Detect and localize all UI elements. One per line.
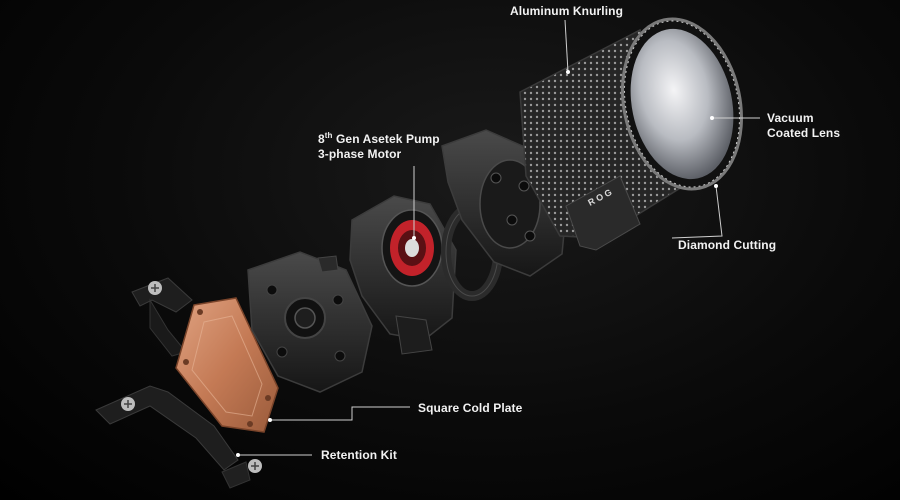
callout-line-cold-plate xyxy=(270,406,410,421)
label-pump-gen-number: 8 xyxy=(318,132,325,146)
pump-base-housing xyxy=(247,251,373,393)
label-pump-motor: 8th Gen Asetek Pump 3-phase Motor xyxy=(318,128,440,162)
callout-line-diamond xyxy=(671,185,723,239)
label-pump-line2: 3-phase Motor xyxy=(318,147,402,161)
retention-bracket-lower xyxy=(95,385,262,489)
label-vacuum-coated-lens: Vacuum Coated Lens xyxy=(767,111,840,141)
label-lens-line1: Vacuum xyxy=(767,111,814,125)
retention-bracket-upper xyxy=(131,277,193,357)
label-retention-kit: Retention Kit xyxy=(321,448,397,462)
knurled-cap-lens: R O G xyxy=(519,17,743,251)
label-pump-line1-rest: Gen Asetek Pump xyxy=(332,132,440,146)
label-pump-ordinal-suffix: th xyxy=(324,131,333,140)
pump-motor xyxy=(349,195,457,355)
label-lens-line2: Coated Lens xyxy=(767,126,841,140)
label-diamond-cutting: Diamond Cutting xyxy=(678,238,777,252)
callout-lines xyxy=(236,19,760,457)
square-cold-plate xyxy=(175,297,279,433)
callout-line-knurling xyxy=(564,19,569,73)
diamond-cut-rim xyxy=(624,20,740,188)
label-pump-line1: 8th Gen Asetek Pump xyxy=(318,128,440,147)
label-square-cold-plate: Square Cold Plate xyxy=(418,401,523,415)
label-aluminum-knurling: Aluminum Knurling xyxy=(510,4,624,18)
vacuum-coated-lens xyxy=(630,28,734,180)
